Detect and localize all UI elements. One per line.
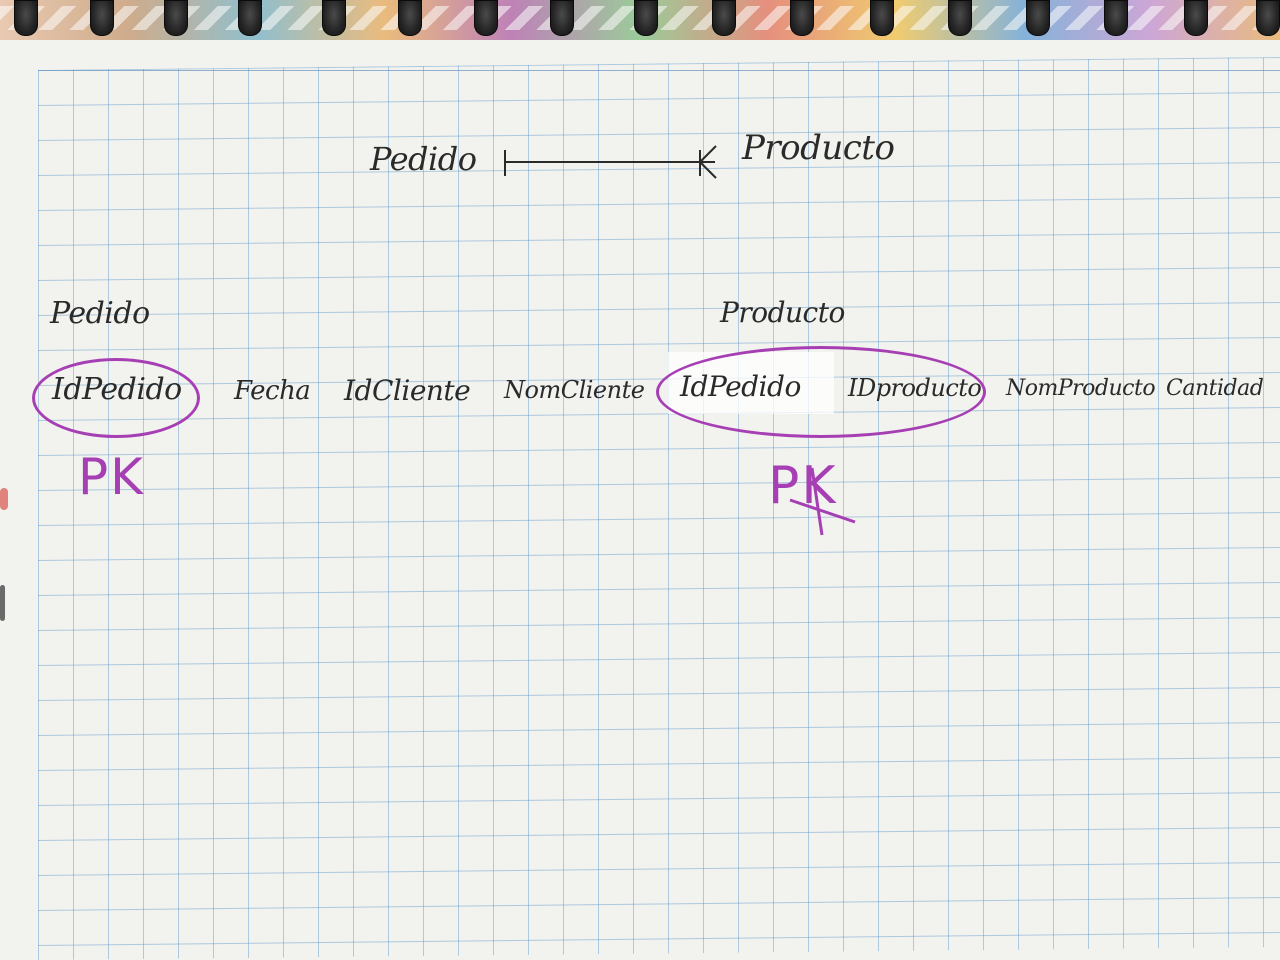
spiral-ring <box>550 0 574 36</box>
spiral-ring <box>712 0 736 36</box>
spiral-ring <box>870 0 894 36</box>
spiral-ring <box>398 0 422 36</box>
notebook-page <box>0 38 1280 960</box>
spiral-ring <box>948 0 972 36</box>
spiral-ring <box>14 0 38 36</box>
spiral-ring <box>164 0 188 36</box>
margin-doodle <box>0 488 8 510</box>
field-nomproducto: NomProducto <box>1006 376 1156 401</box>
spiral-ring <box>634 0 658 36</box>
pk-label-pedido: PK <box>78 448 145 506</box>
spiral-ring <box>238 0 262 36</box>
diagram-entity-pedido: Pedido <box>370 140 477 178</box>
pk-label-producto: PK <box>768 456 838 516</box>
field-nomcliente: NomCliente <box>504 376 645 404</box>
pk-circle-producto <box>656 346 986 438</box>
table-title-pedido: Pedido <box>50 296 150 331</box>
field-fecha: Fecha <box>234 376 311 406</box>
spiral-ring <box>322 0 346 36</box>
margin-doodle <box>0 585 5 621</box>
spiral-ring <box>1104 0 1128 36</box>
spiral-ring <box>474 0 498 36</box>
table-title-producto: Producto <box>720 296 845 329</box>
spiral-ring <box>1026 0 1050 36</box>
spiral-ring <box>90 0 114 36</box>
page-top-line <box>38 70 1280 71</box>
spiral-ring <box>1256 0 1280 36</box>
field-idcliente: IdCliente <box>344 374 471 407</box>
spiral-ring <box>790 0 814 36</box>
diagram-entity-producto: Producto <box>742 128 895 168</box>
spiral-ring <box>1184 0 1208 36</box>
pk-circle-pedido <box>32 358 200 438</box>
field-cantidad: Cantidad <box>1166 376 1264 401</box>
